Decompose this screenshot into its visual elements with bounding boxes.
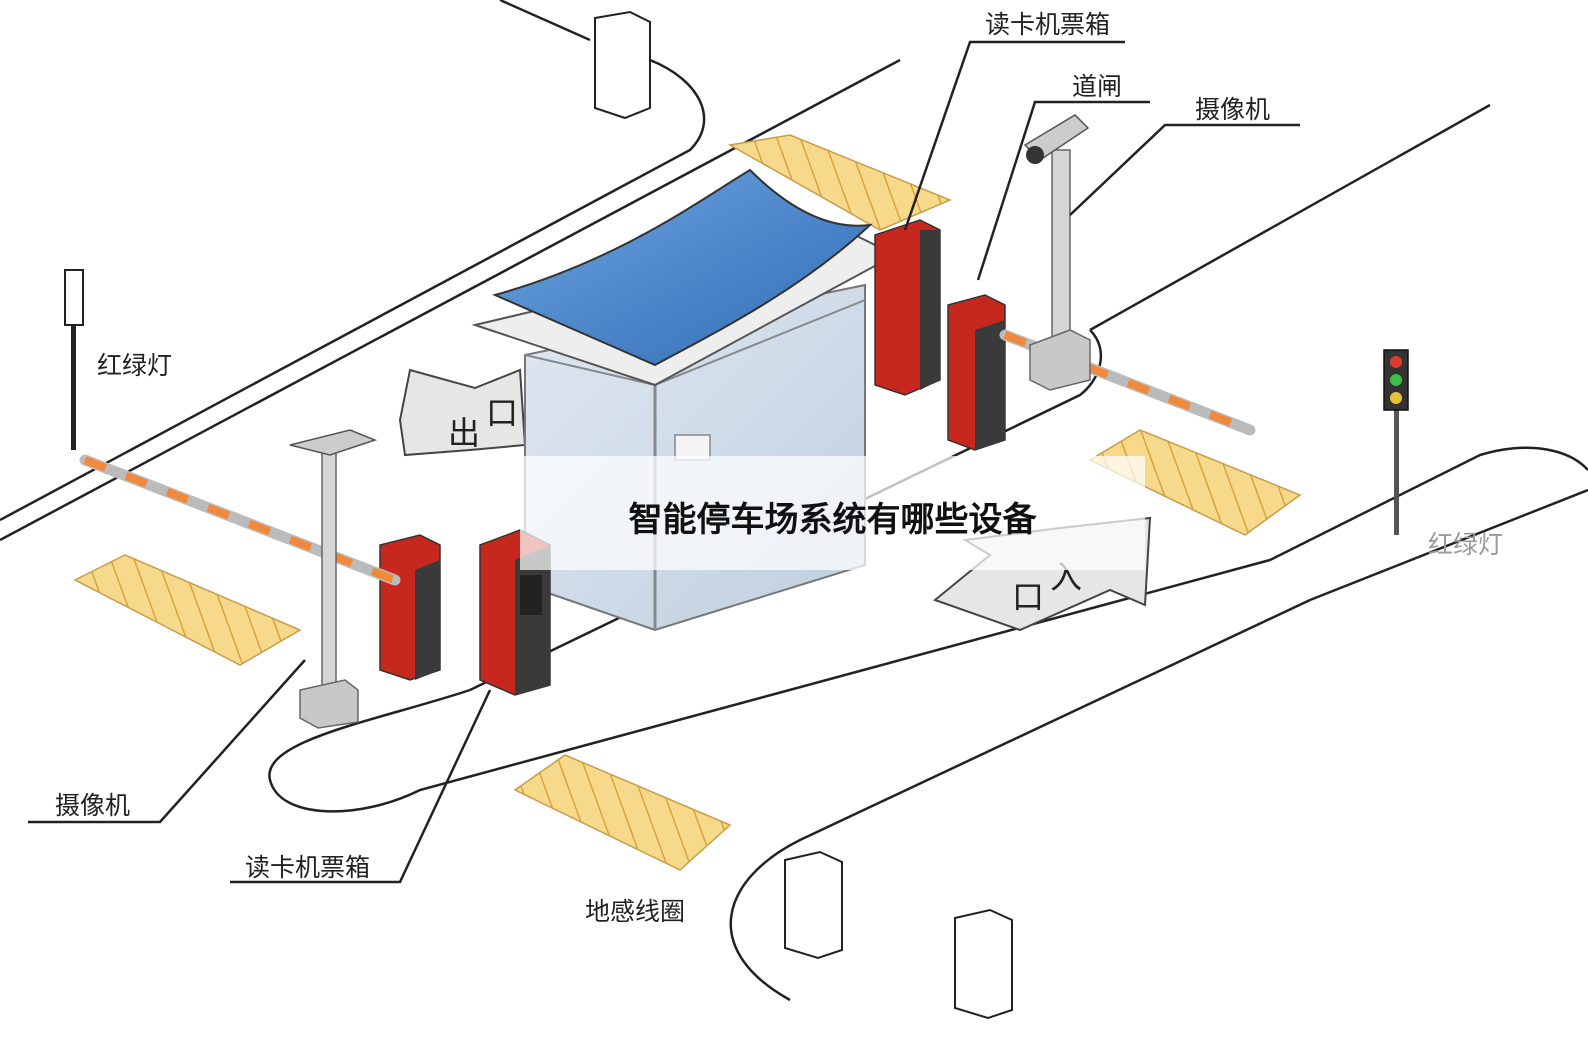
barrier-arm-bottom [79, 454, 401, 586]
label-traffic-light-right: 红绿灯 [1428, 530, 1504, 559]
exit-arrow [398, 368, 527, 457]
ground-loop-top [727, 134, 952, 231]
page-title: 智能停车场系统有哪些设备 [628, 500, 1037, 540]
card-reader-box-top [874, 219, 941, 396]
label-traffic-light-left: 红绿灯 [97, 351, 173, 380]
title-banner: 智能停车场系统有哪些设备 [520, 456, 1145, 570]
ground-loop-left [73, 554, 302, 666]
exit-char-1: 出 [448, 414, 481, 452]
entry-char-1: 口 [1012, 578, 1045, 616]
label-ground-loop: 地感线圈 [585, 897, 686, 926]
camera-top [1023, 114, 1091, 391]
booth-roof [492, 168, 873, 367]
camera-bottom [289, 429, 378, 729]
label-card-reader-top: 读卡机票箱 [985, 10, 1111, 39]
label-camera-bottom: 摄像机 [55, 791, 131, 820]
barrier-gate-bottom [79, 454, 441, 681]
card-reader-box-bottom [479, 529, 551, 696]
exit-char-2: 口 [486, 394, 519, 432]
label-camera-top: 摄像机 [1195, 95, 1271, 124]
traffic-light-right [1383, 349, 1409, 535]
barrier-gate-top [947, 294, 1256, 451]
label-card-reader-bottom: 读卡机票箱 [245, 853, 371, 882]
label-barrier-gate: 道闸 [1072, 72, 1123, 101]
bollards [594, 10, 1013, 1020]
traffic-light-left [64, 269, 84, 450]
ground-loop-bottom [513, 754, 732, 871]
leader-lines [28, 40, 1300, 884]
